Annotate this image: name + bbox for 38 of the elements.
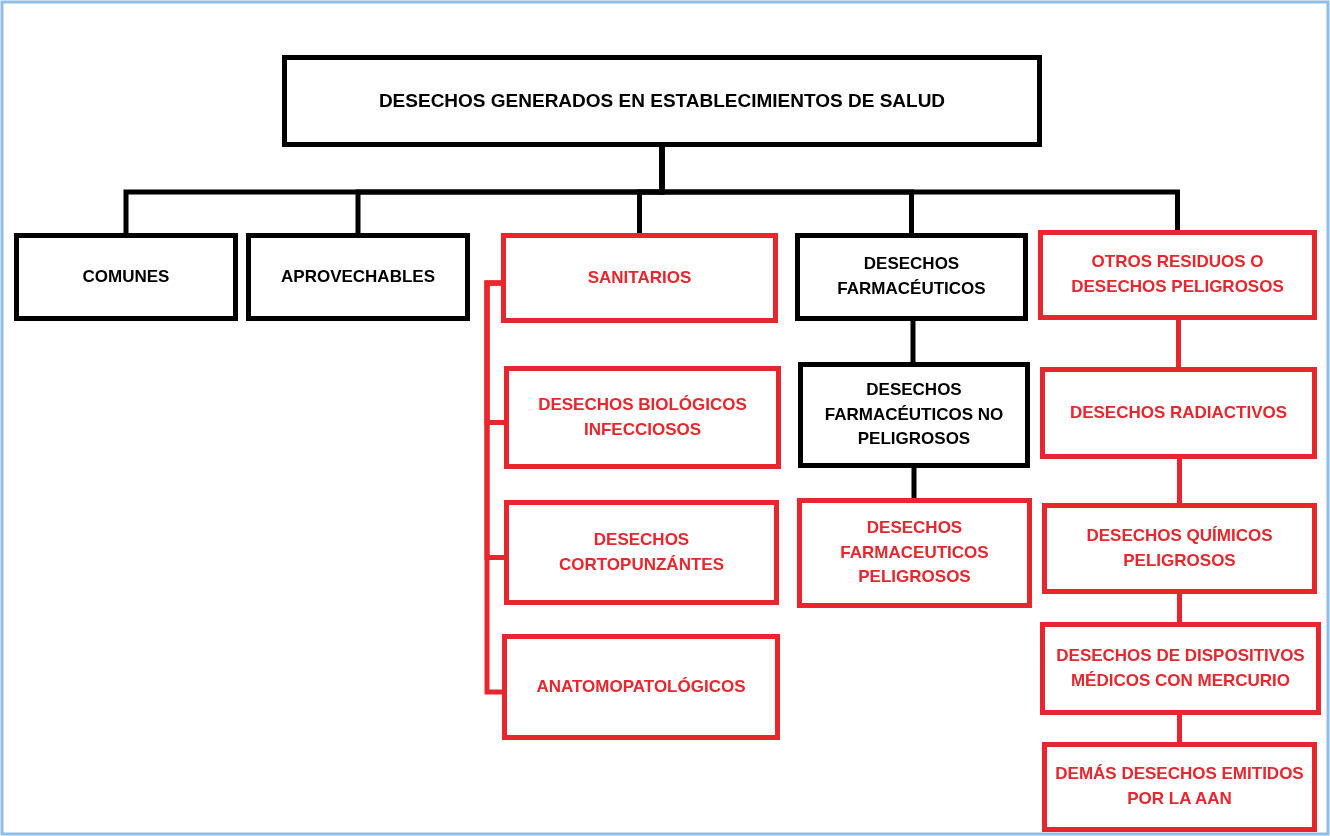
category-box <box>1042 742 1317 832</box>
category-box <box>504 500 779 605</box>
category-label: DESECHOS RADIACTIVOS <box>1069 401 1288 424</box>
category-box <box>798 362 1030 468</box>
category-box <box>246 233 470 321</box>
category-label: DEMÁS DESECHOS EMITIDOS POR LA AAN <box>1054 763 1305 810</box>
category-box <box>1038 230 1317 320</box>
category-label: DESECHOS BIOLÓGICOS INFECCIOSOS <box>537 393 748 441</box>
category-label: DESECHOS DE DISPOSITIVOS MÉDICOS CON MERCURIO <box>1055 644 1306 692</box>
category-box <box>1040 367 1317 459</box>
category-label: DESECHOS FARMACÉUTICOS NO PELIGROSOS <box>823 379 1005 451</box>
category-label: COMUNES <box>82 265 170 288</box>
connector-line <box>1177 715 1182 742</box>
connector-line <box>484 280 502 695</box>
category-box <box>504 366 781 469</box>
category-box <box>501 233 778 323</box>
category-label: APROVECHABLES <box>281 265 435 288</box>
category-box <box>797 498 1032 608</box>
category-label: DESECHOS CORTOPUNZÁNTES <box>558 528 725 576</box>
category-box <box>795 233 1028 321</box>
category-box <box>1042 503 1317 594</box>
category-label: ANATOMOPATOLÓGICOS <box>536 675 746 698</box>
category-label: SANITARIOS <box>587 266 692 289</box>
connector-line <box>1177 459 1182 503</box>
category-box <box>1040 622 1321 715</box>
category-label: OTROS RESIDUOS O DESECHOS PELIGROSOS <box>1070 251 1285 298</box>
category-label: DESECHOS FARMACÉUTICOS <box>836 253 987 300</box>
category-label: DESECHOS FARMACEUTICOS PELIGROSOS <box>839 517 990 589</box>
category-label: DESECHOS QUÍMICOS PELIGROSOS <box>1085 524 1274 572</box>
category-box <box>14 233 238 321</box>
connector-line <box>1177 594 1182 622</box>
category-box <box>502 634 780 740</box>
title-text: DESECHOS GENERADOS EN ESTABLECIMIENTOS DE SALUD <box>378 89 946 114</box>
connector-line <box>659 147 1180 230</box>
category-box <box>282 55 1042 147</box>
connector-line <box>910 321 916 362</box>
connector-line <box>1176 320 1181 367</box>
connector-line <box>911 468 917 498</box>
